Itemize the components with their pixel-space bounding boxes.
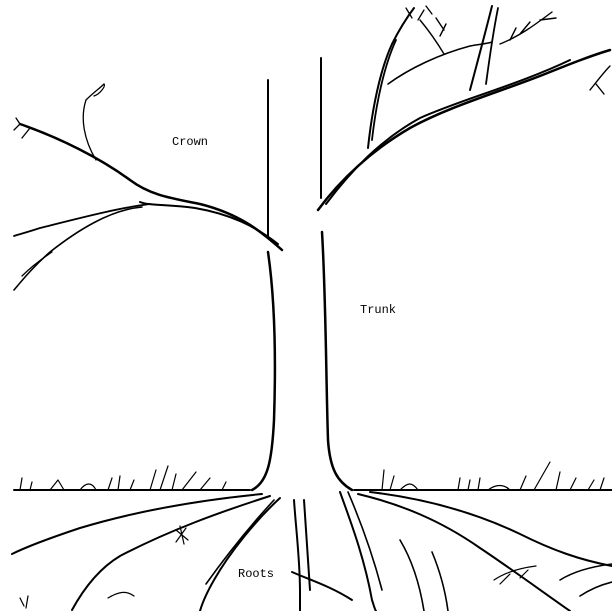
right-top-twigs: [500, 12, 556, 44]
grass-left: [20, 466, 226, 490]
left-main-branch-upper: [20, 124, 282, 250]
grass-right: [382, 462, 604, 490]
left-twig-tip: [86, 84, 104, 100]
roots-label: Roots: [238, 568, 274, 580]
right-main-branch: [318, 50, 610, 210]
trunk-label: Trunk: [360, 304, 396, 316]
root-right-edge: [560, 564, 612, 596]
left-branches: [14, 84, 282, 290]
root-right-lower: [400, 540, 448, 611]
trunk-left-edge: [252, 252, 275, 490]
right-upper-twigs: [420, 18, 446, 54]
roots: [12, 492, 612, 611]
trunk-outline: [252, 232, 352, 490]
trunk-right-edge: [322, 232, 352, 490]
root-right-inner-2: [348, 492, 382, 590]
right-main-branch-inner: [326, 60, 570, 204]
right-upper-branch-inner: [372, 40, 396, 140]
crown-indicator-lines: [268, 58, 321, 238]
right-vertical-branch: [470, 6, 492, 90]
root-left-middle: [72, 496, 270, 610]
right-upper-branch: [368, 8, 414, 148]
right-branches: [318, 6, 610, 210]
right-edge-twig: [590, 66, 610, 94]
left-main-branch-lower: [140, 202, 278, 244]
root-center-left: [294, 500, 300, 611]
ground-line: [14, 462, 612, 490]
root-left-upper: [12, 494, 262, 554]
crown-label: Crown: [172, 136, 208, 148]
